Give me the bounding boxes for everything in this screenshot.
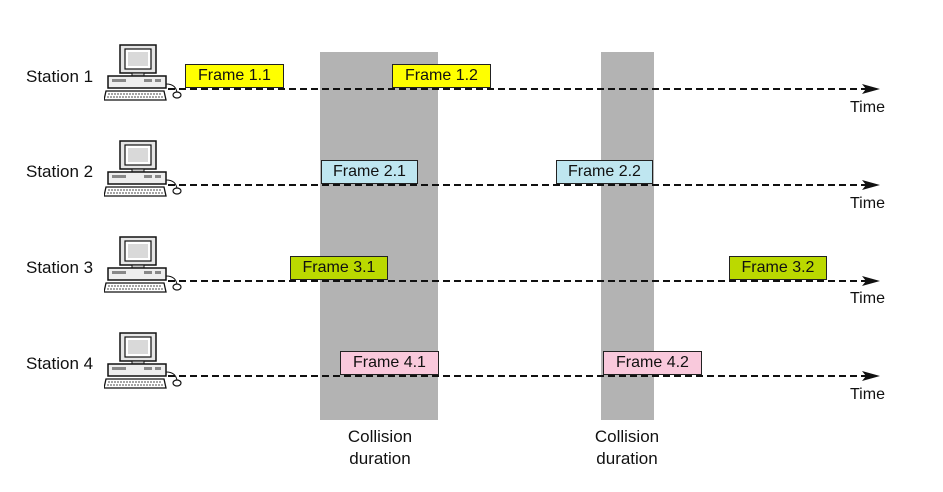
collision-label-2: Collision duration (577, 426, 677, 470)
collision-label-line: duration (349, 449, 411, 468)
collision-label-line: Collision (347, 427, 413, 446)
station-label: Station 3 (26, 258, 94, 277)
computer-icon (104, 332, 182, 389)
time-label: Time (850, 195, 885, 212)
frame-box: Frame 1.2 (392, 64, 491, 88)
station-label: Station 4 (26, 354, 94, 373)
collision-label-line: Collision (594, 427, 660, 446)
time-label: Time (850, 290, 885, 307)
station-label: Station 1 (26, 67, 94, 86)
frame-box: Frame 3.2 (729, 256, 827, 280)
frame-box: Frame 4.1 (340, 351, 439, 375)
timeline-arrow (168, 179, 880, 191)
frame-box: Frame 1.1 (185, 64, 284, 88)
timeline-arrow (168, 370, 880, 382)
frame-box: Frame 2.2 (556, 160, 653, 184)
collision-label-1: Collision duration (330, 426, 430, 470)
collision-label-line: duration (596, 449, 658, 468)
frame-box: Frame 2.1 (321, 160, 418, 184)
station-label: Station 2 (26, 162, 94, 181)
time-label: Time (850, 99, 885, 116)
frame-box: Frame 4.2 (603, 351, 702, 375)
time-label: Time (850, 386, 885, 403)
frame-box: Frame 3.1 (290, 256, 388, 280)
